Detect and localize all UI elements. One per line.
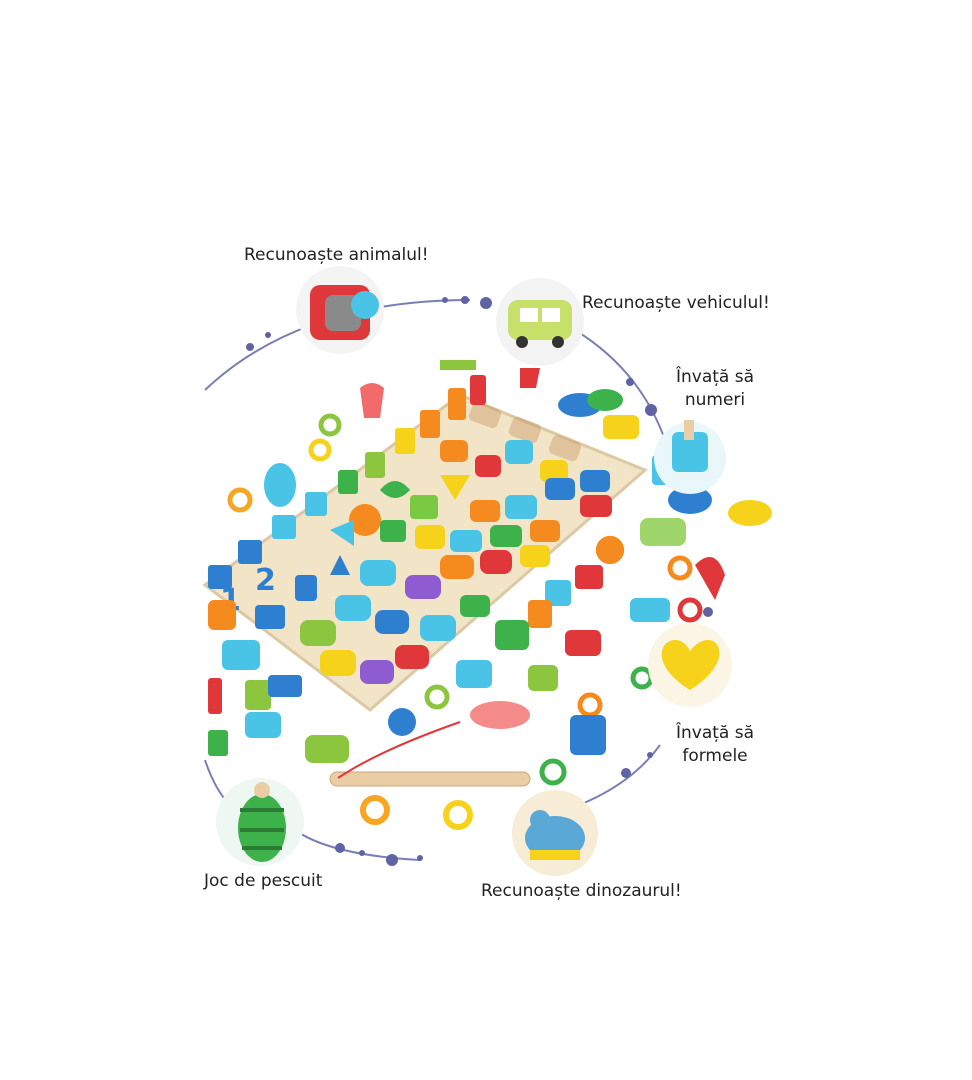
label-learn-numbers-line1: Învață să (675, 367, 755, 387)
label-learn-numbers-line2: numeri (684, 389, 746, 410)
board-number: 2 (255, 563, 276, 598)
callout-fishing (216, 778, 304, 866)
label-learn-numbers: Învață să numeri (650, 366, 780, 412)
callout-numbers (654, 420, 726, 494)
label-learn-shapes: Învață să formele (650, 722, 780, 768)
arc-dots (246, 296, 713, 866)
callout-dinosaur (512, 790, 598, 876)
wooden-puzzle-board: 1 2 (202, 393, 648, 712)
label-learn-shapes-line2: formele (682, 745, 748, 766)
fishing-rod (329, 721, 531, 787)
callout-vehicle (496, 278, 584, 366)
label-recognize-vehicle: Recunoaște vehiculul! (582, 293, 770, 313)
label-recognize-dinosaur: Recunoaște dinozaurul! (481, 881, 682, 901)
callout-animal (296, 266, 384, 354)
callout-shapes (648, 623, 732, 707)
label-learn-shapes-line1: Învață să (675, 723, 755, 743)
label-fishing-game: Joc de pescuit (204, 871, 323, 891)
loose-pieces (208, 360, 772, 830)
label-recognize-animal: Recunoaște animalul! (244, 245, 429, 265)
board-pieces (255, 440, 612, 684)
